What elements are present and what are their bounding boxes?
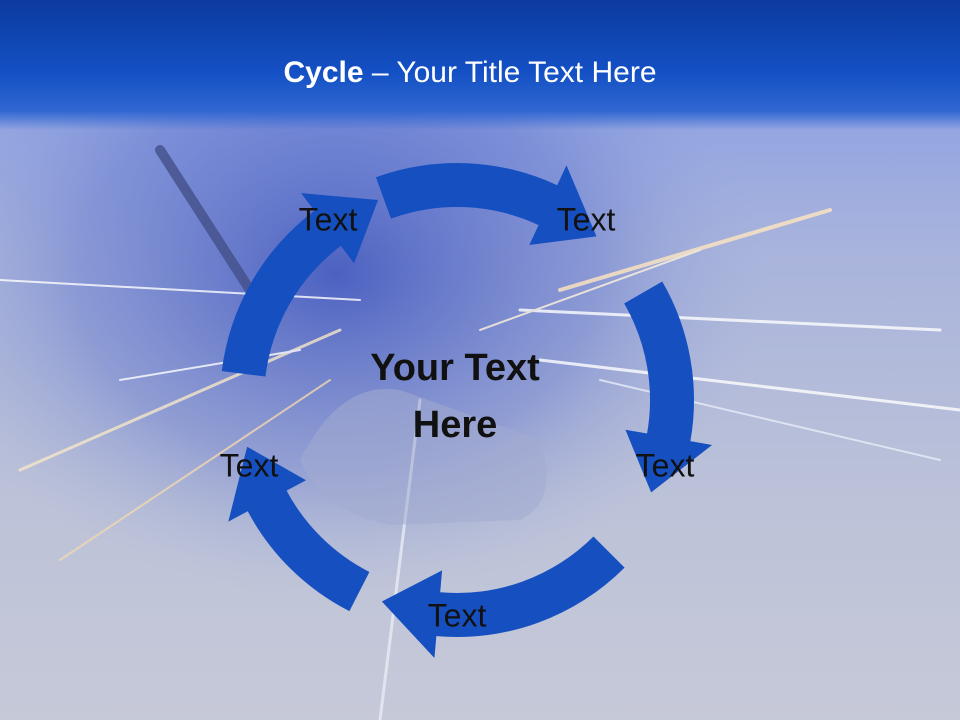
cycle-node-label-top-right: Text [556,201,616,238]
center-text: Your Text Here [370,347,540,446]
cycle-arrow-4 [228,446,370,612]
title-banner [0,0,960,130]
cycle-arrow-3 [381,536,625,659]
cycle-node-label-bottom: Text [427,597,487,634]
cycle-node-label-right: Text [635,447,695,484]
cycle-arrow-1 [375,162,597,246]
cycle-node-label-top-left: Text [298,201,358,238]
cycle-arrow-5 [221,193,379,377]
title-bold-part: Cycle [283,56,364,89]
cycle-node-label-left: Text [219,447,279,484]
slide-title: Cycle – Your Title Text Here [0,56,940,90]
title-rest-part: – Your Title Text Here [363,56,657,89]
cycle-arrow-2 [624,281,713,493]
